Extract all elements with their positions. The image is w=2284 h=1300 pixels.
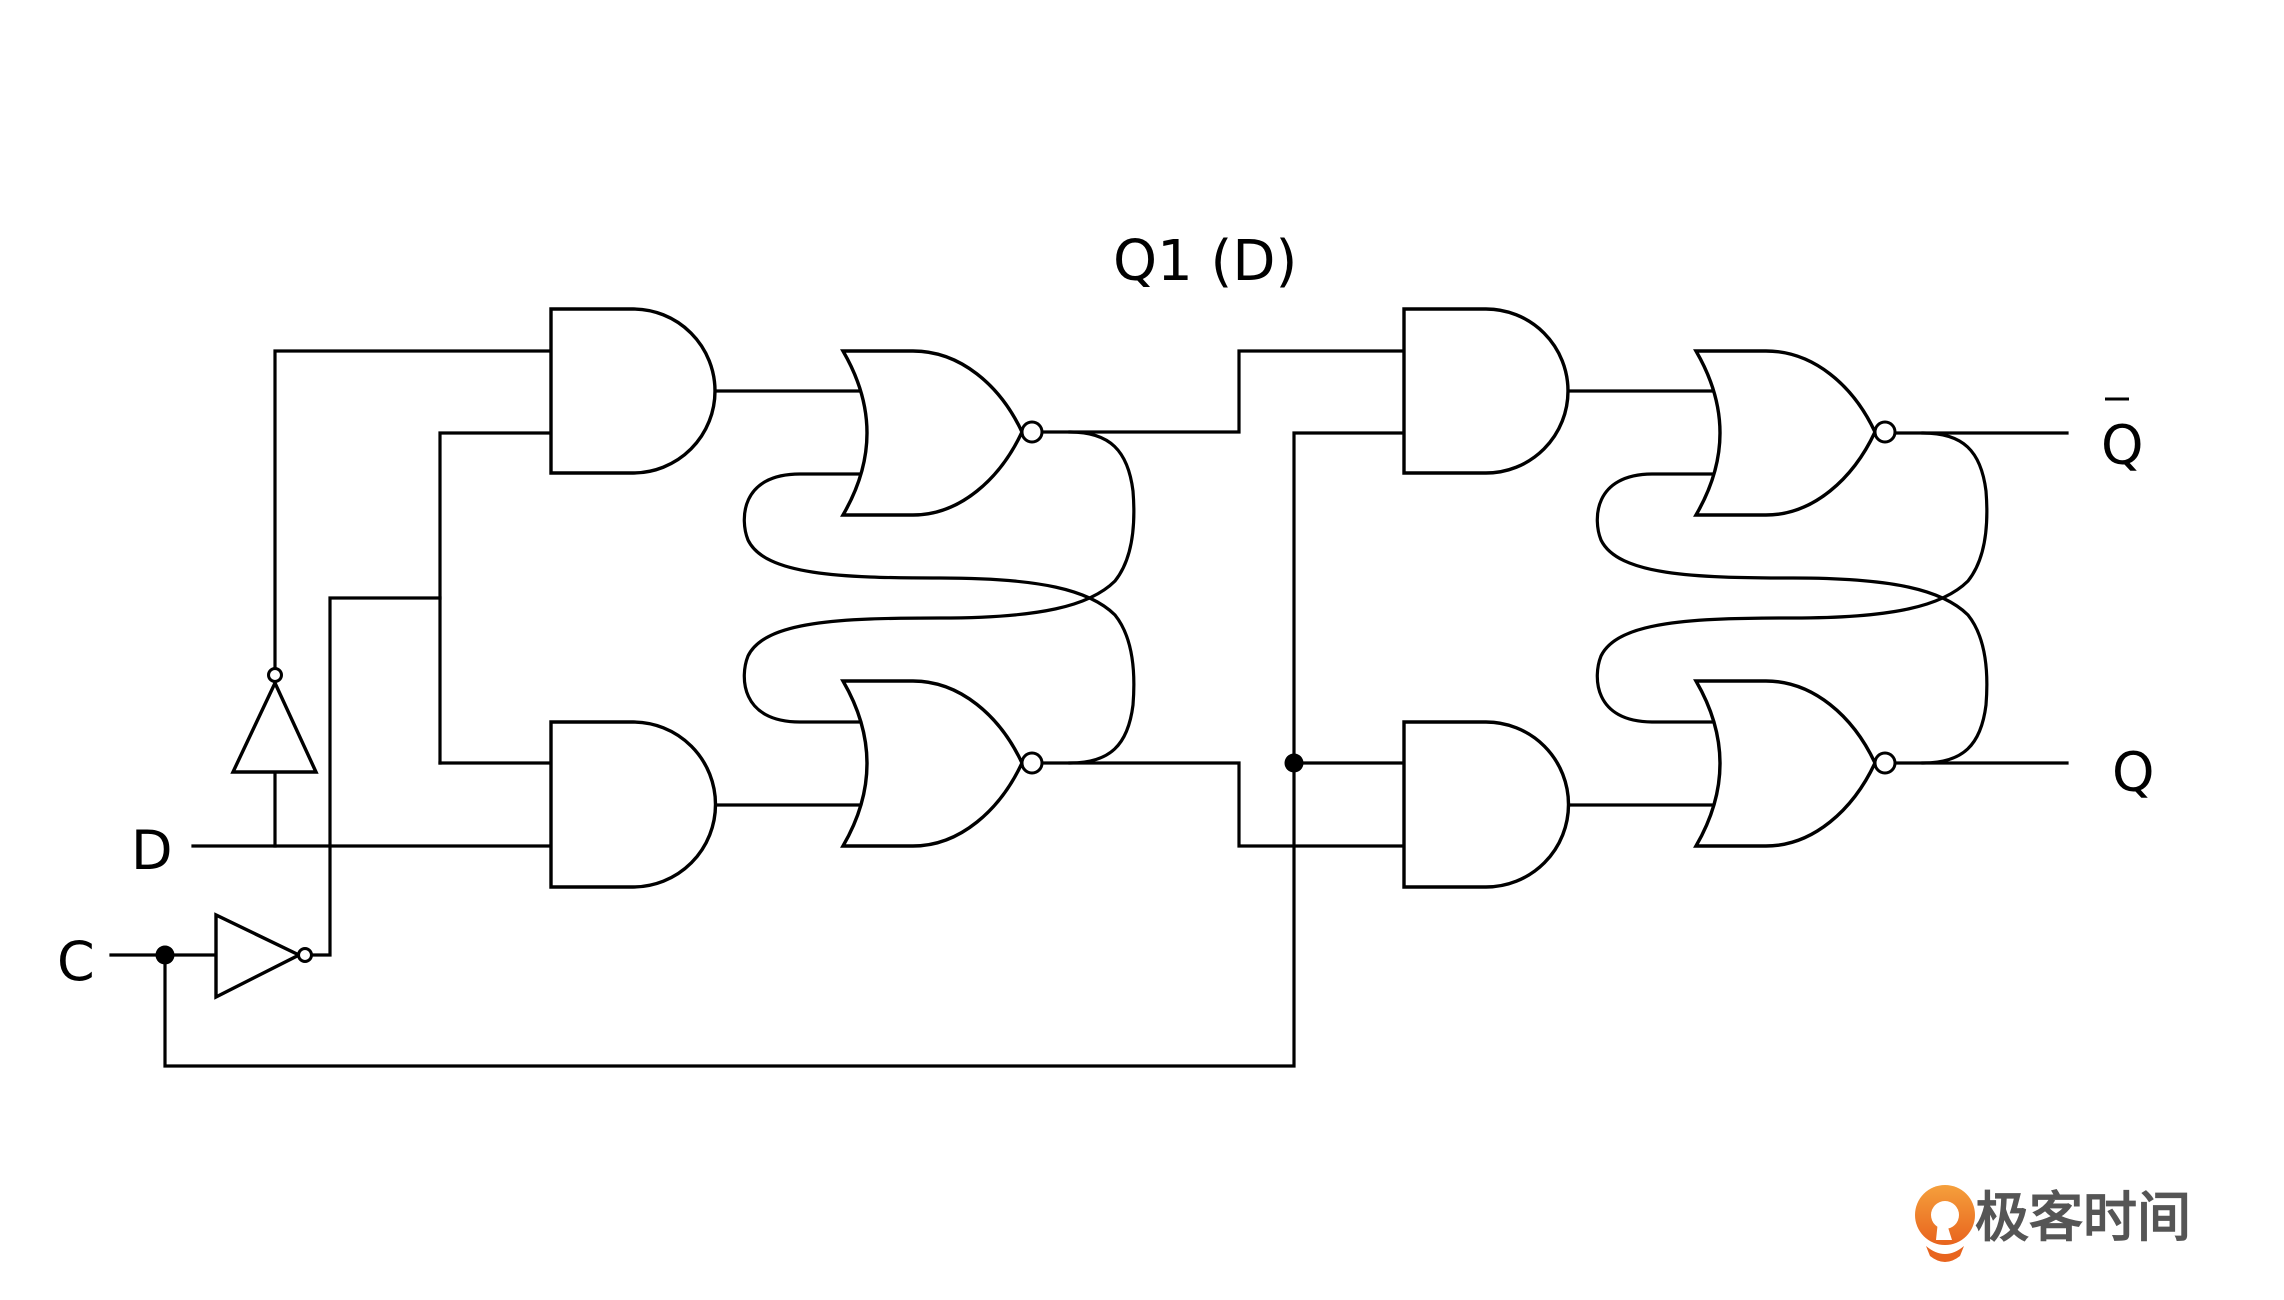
- not-d-triangle: [233, 683, 316, 772]
- geektime-logo: 极客时间: [1915, 1185, 2191, 1262]
- nor-gate-4: [1696, 681, 1895, 846]
- not-c-triangle: [216, 915, 299, 997]
- label-input-d: D: [131, 819, 173, 882]
- nor-gate-3: [1696, 351, 1895, 515]
- label-q-bar-letter: Q: [2101, 414, 2144, 477]
- nor-1-body: [843, 351, 1022, 515]
- not-d-bubble: [269, 669, 282, 682]
- nor-1-bubble: [1022, 422, 1042, 442]
- junction-dot-c-slave: [1285, 754, 1304, 773]
- nor-4-bubble: [1875, 753, 1895, 773]
- and-gate-2: [551, 722, 716, 887]
- wire-nor2-to-and4: [1042, 763, 1404, 846]
- label-q1-d: Q1 (D): [1113, 229, 1297, 294]
- and-gate-3: [1404, 309, 1568, 473]
- nor-2-body: [843, 681, 1022, 846]
- not-gate-d: [233, 669, 316, 773]
- nor-gate-1: [843, 351, 1042, 515]
- nor-3-body: [1696, 351, 1875, 515]
- wire-notd-to-and1: [275, 351, 551, 667]
- and-gate-1: [551, 309, 715, 473]
- not-c-bubble: [299, 949, 312, 962]
- label-output-q: Q: [2112, 741, 2155, 804]
- junction-dot-c: [156, 946, 175, 965]
- not-gate-c: [216, 915, 312, 997]
- wire-c-to-slave: [165, 433, 1404, 1066]
- nor-3-bubble: [1875, 422, 1895, 442]
- wire-nor1-to-and3: [1042, 351, 1404, 432]
- nor-4-body: [1696, 681, 1875, 846]
- wire-notc-out: [311, 598, 440, 955]
- geektime-logo-icon: [1915, 1185, 1975, 1262]
- nor-2-bubble: [1022, 753, 1042, 773]
- wire-notc-to-and1: [440, 433, 551, 763]
- geektime-logo-text: 极客时间: [1975, 1186, 2191, 1249]
- and-gate-4: [1404, 722, 1569, 887]
- label-output-q-bar: Q: [2101, 399, 2144, 477]
- nor-gate-2: [843, 681, 1042, 846]
- label-input-c: C: [57, 930, 95, 993]
